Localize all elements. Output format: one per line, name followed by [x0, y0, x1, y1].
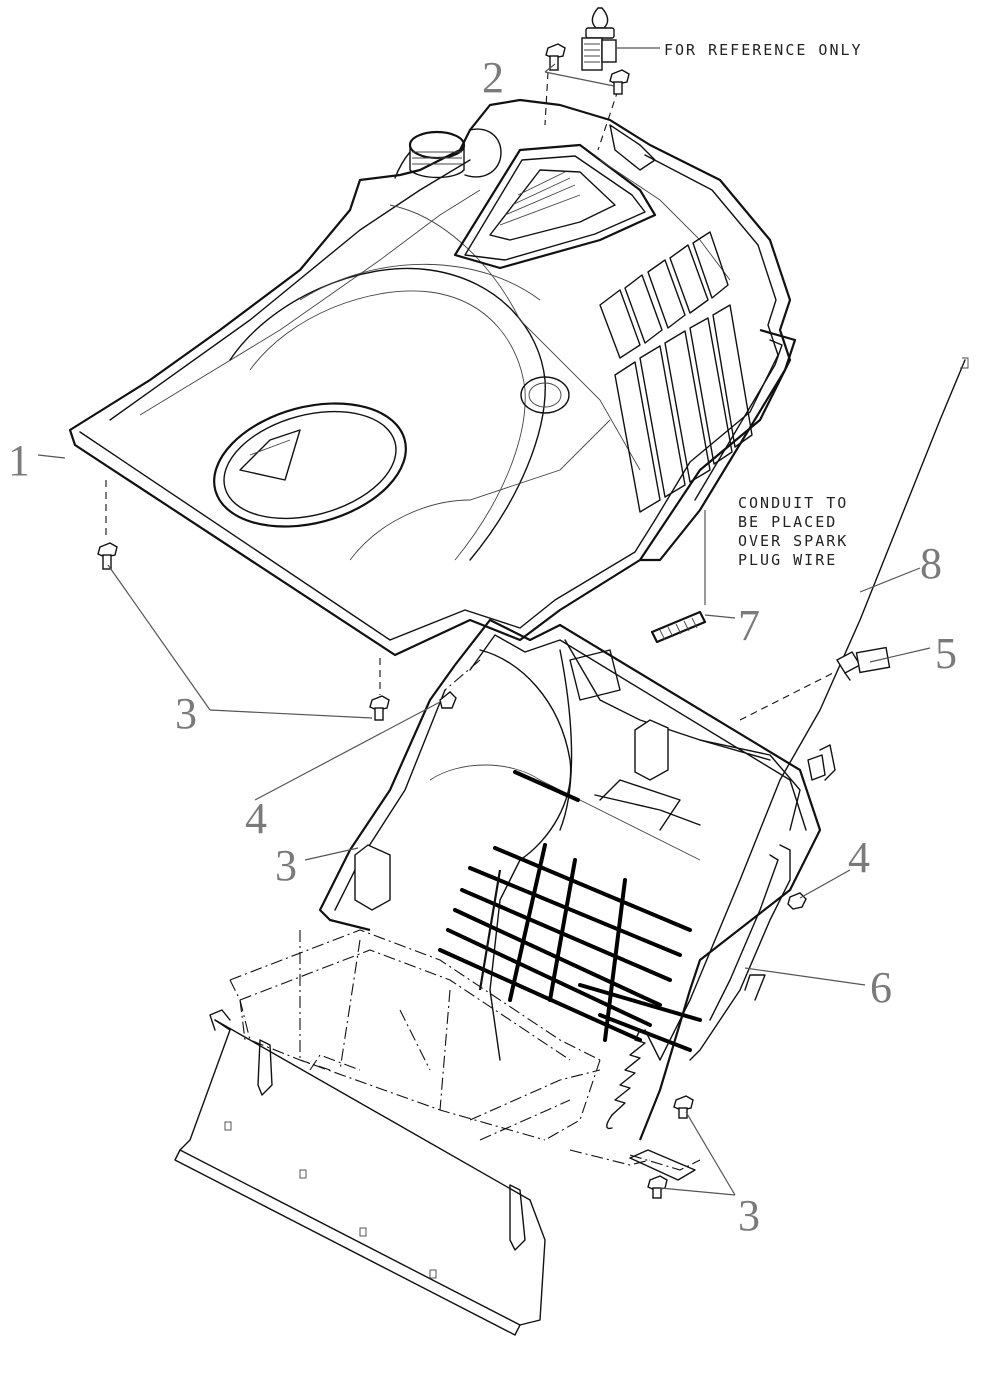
- spring: [606, 1029, 646, 1130]
- louvers-lower: [614, 304, 753, 513]
- bolt-part-3-left-bottom: [369, 695, 390, 721]
- bolt-part-3-bottom-a: [673, 1095, 694, 1119]
- deflector-plate: [174, 1009, 546, 1336]
- bolt-part-3-bottom-b: [647, 1175, 668, 1199]
- side-bracket: [689, 744, 836, 1061]
- callout-3-mid: 3: [275, 841, 297, 890]
- callout-4-right: 4: [848, 833, 870, 882]
- bolt-part-3-left-top: [97, 542, 118, 570]
- key-reference-part: [581, 7, 617, 71]
- alignment-lines-top: [105, 71, 619, 695]
- conduit-note-line-1: CONDUIT TO: [738, 494, 848, 512]
- grate-bars: [438, 770, 702, 1052]
- callout-6: 6: [870, 963, 892, 1012]
- louvers-upper: [599, 231, 729, 359]
- conduit-note-line-4: PLUG WIRE: [738, 551, 837, 569]
- frame-reference: [229, 659, 701, 1171]
- leader-lines: [37, 454, 931, 1196]
- callout-5: 5: [935, 629, 957, 678]
- chute-housing: [318, 618, 822, 1141]
- reference-note: FOR REFERENCE ONLY: [664, 41, 863, 59]
- bolt-part-4-left: [439, 691, 457, 709]
- callout-8: 8: [920, 539, 942, 588]
- conduit: [650, 610, 707, 644]
- conduit-note: CONDUIT TO BE PLACED OVER SPARK PLUG WIR…: [738, 494, 848, 569]
- callout-1: 1: [8, 436, 30, 485]
- callout-2: 2: [482, 53, 504, 102]
- leader-2: [544, 63, 615, 87]
- callout-3-left: 3: [175, 689, 197, 738]
- control-cable: [644, 357, 969, 1061]
- wire-connector: [836, 646, 891, 681]
- conduit-note-line-3: OVER SPARK: [738, 532, 848, 550]
- axle-pin: [629, 1149, 696, 1181]
- conduit-note-line-2: BE PLACED: [738, 513, 837, 531]
- callout-7: 7: [738, 601, 760, 650]
- bolt-part-4-right: [787, 892, 807, 910]
- callout-4-left: 4: [245, 794, 267, 843]
- bolt-part-2-right: [609, 69, 630, 95]
- engine-shroud: [68, 98, 797, 657]
- bolt-part-2-left: [545, 43, 566, 71]
- alignment-lines-mid: [739, 671, 836, 721]
- callout-3-bottom: 3: [738, 1191, 760, 1240]
